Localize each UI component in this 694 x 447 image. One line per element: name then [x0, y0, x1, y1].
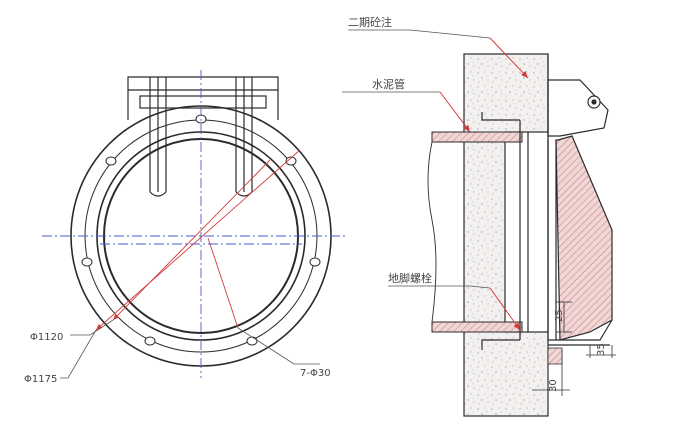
seat-height-dimension: [556, 301, 572, 333]
outer-diameter-label: Φ1175: [24, 374, 57, 385]
bolt-hole: [246, 336, 258, 346]
front-view: Φ1120 Φ1175 7-Φ30: [24, 70, 348, 385]
anchor-bolt-label: 地脚螺栓: [388, 271, 432, 285]
pipe-opening: [504, 131, 549, 333]
lip-label: 35: [596, 343, 607, 356]
leader-extensions: [60, 319, 320, 379]
flap-door: [547, 79, 613, 346]
side-leaders: [342, 29, 491, 289]
secondary-grout-label: 二期砼注: [348, 15, 392, 29]
bolt-holes-label: 7-Φ30: [300, 368, 331, 379]
bolt-hole: [81, 257, 93, 267]
seat-frame: [481, 112, 529, 350]
top-bracket: [127, 76, 279, 197]
side-view: 二期砼注 水泥管 地脚螺栓 25 35 30: [342, 15, 616, 417]
cement-pipe-label: 水泥管: [372, 77, 405, 91]
base-offset-dimension: [532, 347, 570, 396]
lip-dimension: [586, 345, 616, 358]
base-offset-label: 30: [548, 379, 559, 392]
bolt-hole: [285, 156, 297, 166]
cement-pipe: [427, 131, 523, 333]
bolt-hole: [105, 156, 117, 166]
side-arrows: [439, 37, 529, 331]
inner-diameter-label: Φ1120: [30, 332, 63, 343]
seat-height-label: 25: [554, 309, 565, 322]
centerlines: [42, 70, 348, 378]
diameter-leaders: [95, 149, 301, 331]
bolt-hole: [309, 257, 321, 267]
bolt-hole: [144, 336, 156, 346]
